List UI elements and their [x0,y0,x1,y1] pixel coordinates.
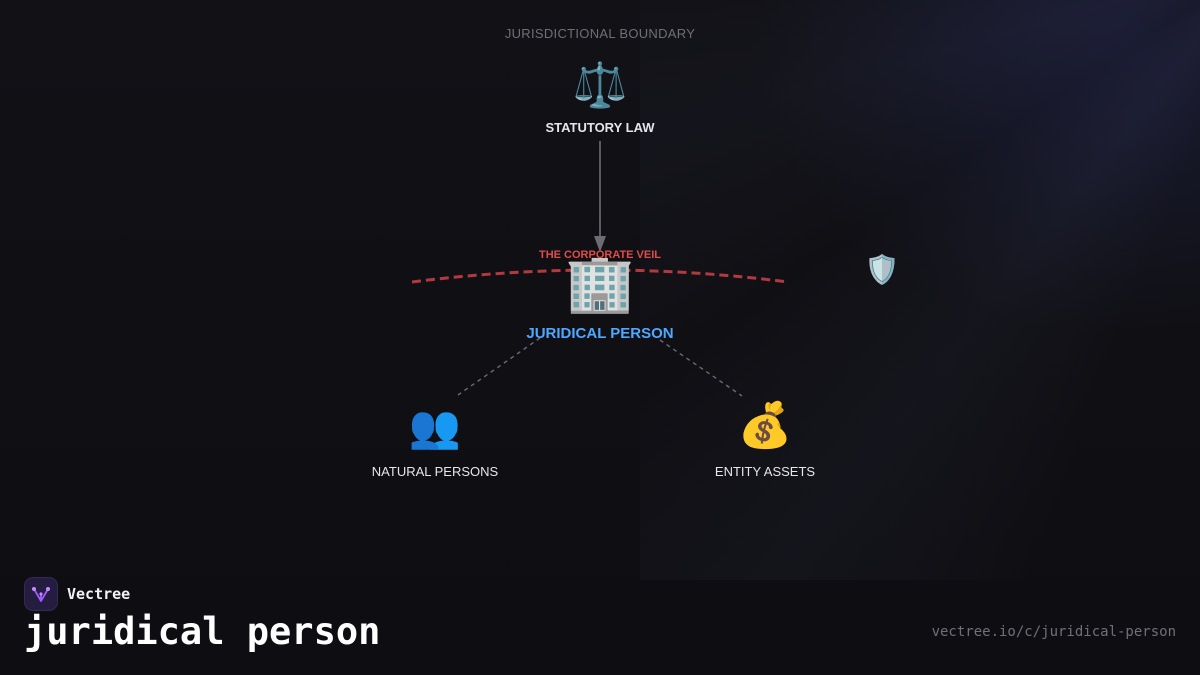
money-bag-icon: 💰 [737,400,793,451]
juridical-person-label: JURIDICAL PERSON [526,325,674,342]
natural-persons-label: NATURAL PERSONS [371,464,499,479]
corporate-veil-curve [411,268,789,284]
brand: Vectree [24,577,130,611]
entity-assets-label: ENTITY ASSETS [714,464,816,479]
page-url[interactable]: vectree.io/c/juridical-person [931,624,1176,640]
corporate-veil-label: THE CORPORATE VEIL [538,249,662,261]
entity-to-persons-link [457,337,541,396]
statutory-law-label: STATUTORY LAW [545,120,655,135]
page-title: juridical person [24,610,381,653]
brand-name: Vectree [67,585,131,603]
shield-icon: 🛡️ [864,253,900,286]
office-building-icon: 🏢 [565,251,635,316]
arrowhead-icon [594,236,606,252]
scales-icon: ⚖️ [572,60,628,111]
people-icon: 👥 [408,402,462,451]
jurisdictional-boundary-label: JURISDICTIONAL BOUNDARY [504,26,696,41]
vectree-logo-icon [24,577,58,611]
entity-to-assets-link [659,339,743,397]
tree-logo-icon [32,587,50,602]
